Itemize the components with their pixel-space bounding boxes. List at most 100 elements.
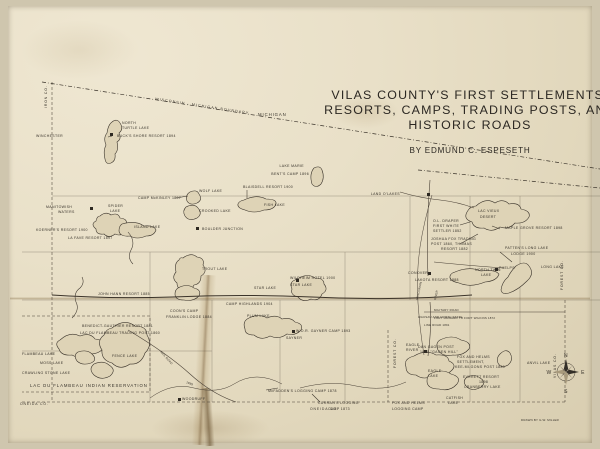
- label-wisconsin-michigan-boundary: WISCONSIN - MICHIGAN BOUNDARY: [155, 97, 250, 115]
- lake-island: [118, 222, 157, 239]
- lake-long: [500, 262, 532, 294]
- label-blaisdell-resort: BLAISDELL RESORT 1900: [243, 185, 293, 189]
- label-forest-county: FOREST CO.: [393, 338, 397, 368]
- label-joshua-fox-1: JOSHUA FOX TRADING: [431, 237, 476, 241]
- label-dan-gagen-post-2: 1880 "GAGEN HILL": [420, 350, 459, 354]
- label-wausau-road: WAUSAU AND NORTH STATE: [418, 315, 462, 319]
- map-title-line-1: VILAS COUNTY'S FIRST SETTLEMENTS,: [331, 88, 600, 102]
- label-iron-county: IRON CO.: [44, 85, 48, 108]
- label-dan-gagen-post-1: DAN GAGEN POST: [418, 345, 455, 349]
- label-pattens-long-lake-1: PATTEN'S LONG LAKE: [505, 246, 549, 250]
- label-fox-helms-settlement-2: SETTLEMENT,: [457, 360, 485, 364]
- label-military-road: MILITARY ROAD: [434, 308, 459, 312]
- label-camp-highlands: CAMP HIGHLANDS 1904: [226, 302, 273, 306]
- town-marker-winchester: [110, 133, 113, 136]
- railroad-line: [51, 294, 473, 300]
- label-lakota-resort: LAKOTA RESORT 1888: [415, 278, 459, 282]
- river-west-branch: [149, 376, 283, 399]
- label-everett-resort-2: 1898: [479, 380, 488, 384]
- map-credit: DRAWN BY G.W. MILLER: [521, 418, 559, 422]
- town-marker-eagle-river: [424, 350, 427, 353]
- town-marker-boulder-junction: [196, 227, 199, 230]
- svg-text:WISCONSIN - MICHIGAN BOUNDARY: WISCONSIN - MICHIGAN BOUNDARY: [155, 97, 250, 115]
- reservation-boundary: [22, 315, 151, 393]
- label-conover: CONOVER: [408, 271, 428, 275]
- lake-lac-vieux-desert: [465, 200, 530, 231]
- label-everett-resort-1: EVERETT RESORT: [463, 375, 500, 379]
- label-camp-mckinley: CAMP McKINLEY 1897: [138, 196, 181, 200]
- label-eagle-river-1: EAGLE: [406, 343, 420, 347]
- town-marker-land-o-lakes: [427, 193, 430, 196]
- label-trout-lake: TROUT LAKE: [202, 267, 228, 271]
- compass-south-label: S: [564, 389, 568, 395]
- label-crooked-lake: CROOKED LAKE: [199, 209, 231, 213]
- label-phelps: PHELPS: [499, 266, 515, 270]
- lake-catfish: [426, 370, 459, 391]
- lake-plum: [243, 315, 303, 339]
- label-wolf-lake: WOLF LAKE: [199, 189, 222, 193]
- label-fox-helms-logging-1: FOX AND HELMS: [392, 401, 425, 405]
- label-catfish-lake-2: LAKE: [448, 401, 459, 405]
- label-eagle-river-2: RIVER: [406, 348, 419, 352]
- stream-spider-island: [127, 231, 134, 265]
- label-catfish-lake-1: CATFISH: [446, 396, 463, 400]
- label-fox-helms-settlement-3: KEE-MI-GONS POST 1880: [455, 365, 505, 369]
- label-benedict-gauthier-resort: BENEDICT-GAUTHIER RESORT 1881: [82, 324, 153, 328]
- lake-star: [290, 275, 327, 301]
- lake-cranberry: [463, 375, 485, 390]
- lake-marie: [310, 166, 324, 187]
- label-eagle-lake-1: EAGLE: [428, 369, 442, 373]
- label-reservation: LAC DU FLAMBEAU INDIAN RESERVATION: [30, 383, 148, 388]
- label-winchester: WINCHESTER: [36, 134, 63, 138]
- lake-moss: [74, 350, 96, 365]
- compass-east-label: E: [581, 370, 585, 376]
- lake-wolf: [186, 190, 201, 205]
- town-marker-conover: [428, 272, 431, 275]
- railroad-diagonal: [127, 329, 237, 403]
- map-title-line-3: HISTORIC ROADS: [408, 118, 531, 132]
- label-john-hann-resort: JOHN HANN RESORT 1885: [98, 292, 150, 296]
- label-land-o-lakes: LAND O'LAKES: [371, 192, 400, 196]
- label-joshua-fox-3: RESORT 1882: [441, 247, 468, 251]
- label-manitowish: MANITOWISH: [46, 205, 72, 209]
- label-lac-du-flambeau-post: LAC DU FLAMBEAU TRADING POST 1860: [80, 331, 160, 335]
- lake-flambeau: [56, 333, 105, 358]
- lake-trout-lower: [174, 285, 201, 301]
- label-island-lake: ISLAND LAKE: [134, 225, 161, 229]
- label-north-twin-lake-1: NORTH TWIN: [475, 268, 501, 272]
- label-bucks-shore-resort: BUCK'S SHORE RESORT 1894: [117, 134, 176, 138]
- river-tributary-eagle: [299, 381, 407, 389]
- label-michigan: MICHIGAN: [258, 112, 287, 117]
- road-north-south: [427, 179, 431, 277]
- label-pattens-long-lake-2: LODGE 1900: [511, 252, 536, 256]
- town-marker-woodruff: [178, 398, 181, 401]
- label-anvil-lake: ANVIL LAKE: [527, 361, 551, 365]
- town-marker-star-lake: [296, 279, 299, 282]
- label-sayner: SAYNER: [286, 336, 302, 340]
- label-ol-draper-2: FIRST WHITE: [433, 224, 459, 228]
- label-gayner-camp: W.O.R. GAYNER CAMP 1893: [296, 329, 351, 333]
- label-moss-lake: MOSS LAKE: [40, 361, 64, 365]
- lake-crooked: [183, 204, 201, 220]
- label-ol-draper-3: SETTLER 1852: [433, 229, 462, 233]
- label-koerners-resort: KOERNER'S RESORT 1900: [36, 228, 88, 232]
- town-marker-manitowish: [90, 207, 93, 210]
- label-lac-vieux-desert-2: DESERT: [480, 215, 497, 219]
- lake-crawling-stone: [90, 361, 114, 379]
- label-mcfaddens-logging-camp: McFADDEN'S LOGGING CAMP 1878: [268, 389, 337, 393]
- compass-west-label: W: [546, 370, 551, 376]
- label-cranberry-lake: CRANBERRY LAKE: [464, 385, 501, 389]
- lake-fish: [237, 196, 277, 213]
- label-eagle-lake-2: LAKE: [428, 374, 439, 378]
- label-fox-helms-settlement-1: FOX AND HELMS: [457, 355, 490, 359]
- label-railroad-year: 1889: [186, 380, 194, 386]
- lake-eagle-upper: [436, 336, 470, 356]
- label-star-lake-left: STAR LAKE: [254, 286, 276, 290]
- town-marker-phelps: [495, 268, 498, 271]
- label-oneida-county-left: ONEIDA CO.: [20, 402, 49, 406]
- label-boulder-junction: BOULDER JUNCTION: [202, 227, 243, 231]
- label-long-lake: LONG LAKE: [541, 265, 564, 269]
- label-fish-lake: FISH LAKE: [264, 203, 285, 207]
- label-fox-helms-logging-2: LOGGING CAMP: [392, 407, 424, 411]
